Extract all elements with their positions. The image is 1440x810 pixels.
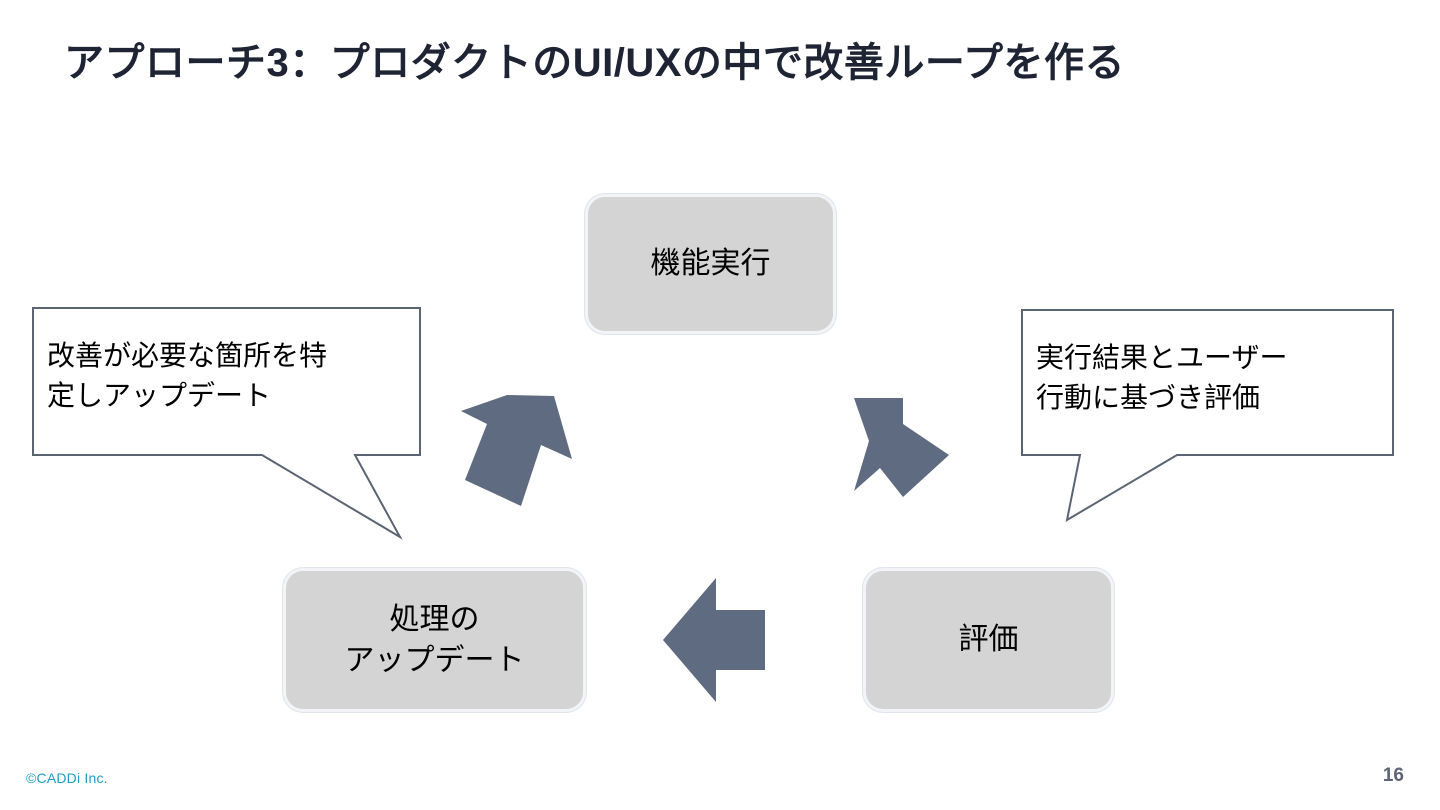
process-node-update-label-line2: アップデート bbox=[344, 644, 525, 677]
process-node-update-label-line1: 処理の bbox=[389, 602, 480, 636]
arrow-exec-to-eval bbox=[854, 398, 949, 497]
process-node-update-label: 処理の アップデート bbox=[345, 599, 525, 682]
process-node-eval-label: 評価 bbox=[958, 623, 1019, 657]
page-title: アプローチ3：プロダクトのUI/UXの中で改善ループを作る bbox=[64, 41, 1126, 85]
process-node-exec-label: 機能実行 bbox=[650, 247, 771, 281]
callout-right-line1: 実行結果とユーザー bbox=[1036, 342, 1288, 373]
callout-left-line2: 定しアップデート bbox=[47, 379, 272, 411]
process-node-exec[interactable]: 機能実行 bbox=[585, 194, 836, 334]
arrow-eval-to-update bbox=[663, 578, 765, 702]
copyright-notice: ©CADDi Inc. bbox=[26, 770, 108, 786]
callout-right-line2: 行動に基づき評価 bbox=[1036, 381, 1261, 413]
process-node-update[interactable]: 処理の アップデート bbox=[283, 568, 586, 712]
page-number: 16 bbox=[1382, 765, 1404, 786]
callout-left-bubble bbox=[32, 307, 421, 540]
callout-right-bubble bbox=[1021, 309, 1394, 523]
arrow-update-to-exec bbox=[461, 395, 572, 506]
process-node-eval[interactable]: 評価 bbox=[863, 568, 1114, 712]
callout-left-line1: 改善が必要な箇所を特 bbox=[47, 340, 328, 371]
callout-left-text: 改善が必要な箇所を特 定しアップデート bbox=[47, 336, 419, 416]
callout-right-text: 実行結果とユーザー 行動に基づき評価 bbox=[1036, 338, 1386, 418]
